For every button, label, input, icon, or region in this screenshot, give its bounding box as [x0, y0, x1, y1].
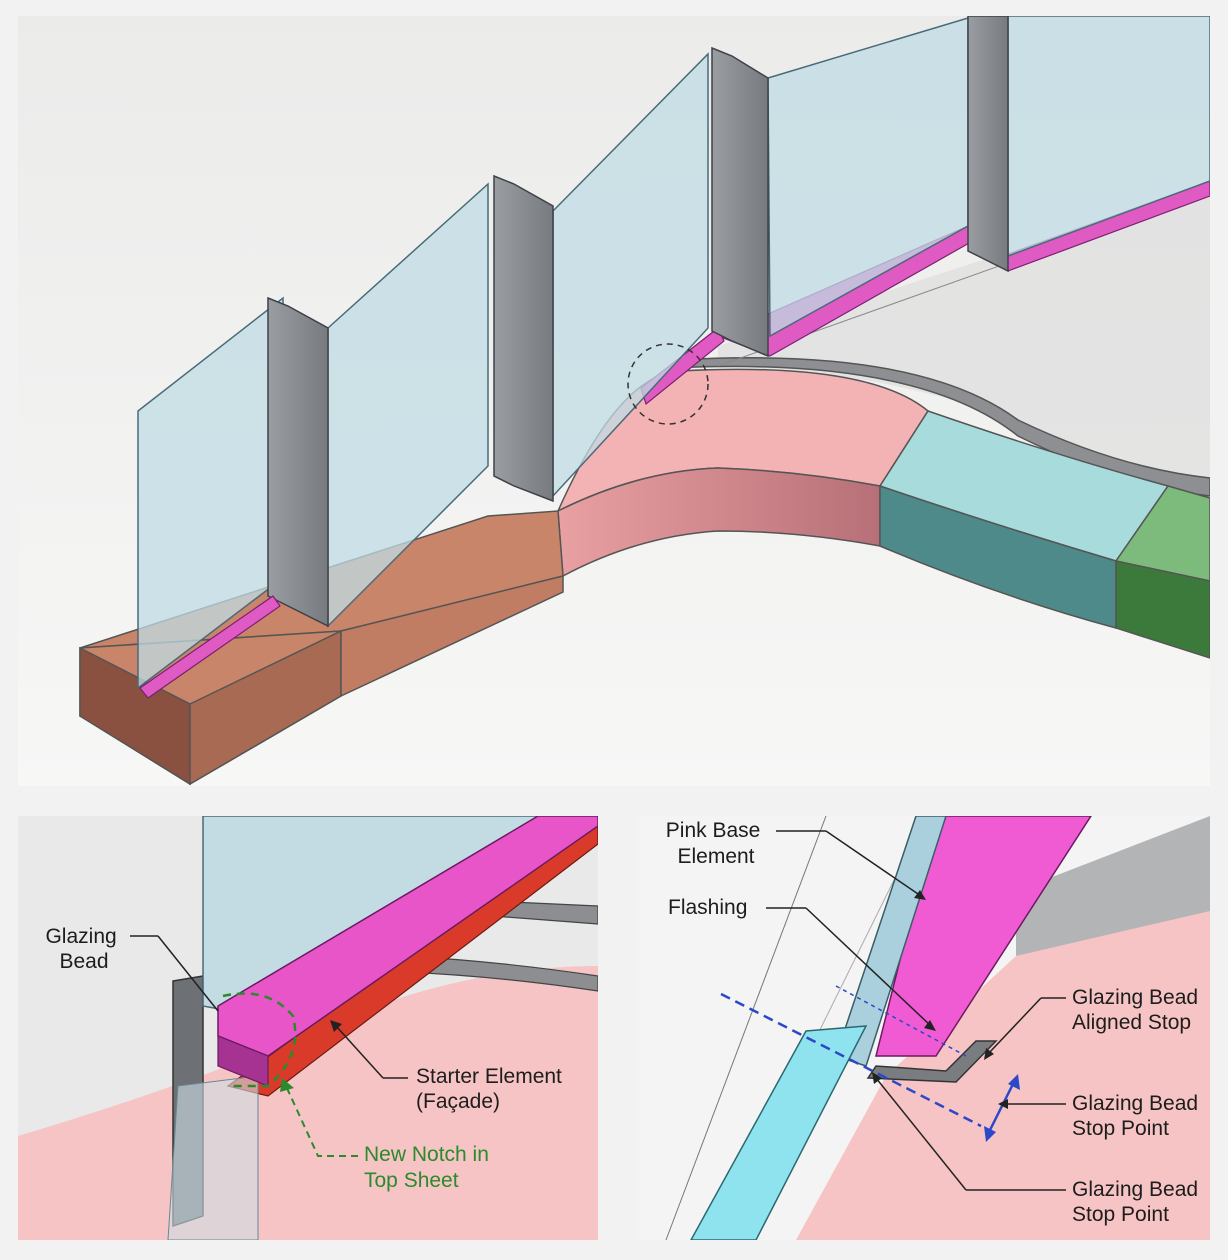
- magenta-bead-end: [640, 327, 725, 406]
- new-notch-label: New Notch in Top Sheet: [364, 1143, 495, 1192]
- main-isometric-view: [18, 16, 1210, 786]
- glazing-bead-label: Glazing Bead: [45, 925, 122, 973]
- pink-base-element-label: Pink Base Element: [666, 819, 766, 868]
- main-isometric-drawing: [18, 16, 1210, 786]
- glass-panes: [137, 16, 1210, 690]
- green-base-front: [1115, 560, 1210, 659]
- magenta-bead-front: [139, 595, 281, 699]
- pink-floor: [18, 966, 598, 1240]
- detail-left-panel: Glazing Bead Starter Element (Façade) Ne…: [18, 816, 598, 1240]
- glazing-bead-aligned-stop-label: Glazing Bead Aligned Stop: [1072, 986, 1204, 1034]
- mullion-4: [967, 16, 1009, 273]
- mullion-2: [493, 174, 554, 503]
- detail-callout-circle: [627, 343, 709, 425]
- new-notch-outline: [222, 992, 297, 1088]
- flashing-label: Flashing: [668, 896, 747, 919]
- glazing-bead-stop-point-label-b: Glazing Bead Stop Point: [1072, 1178, 1204, 1226]
- mullions: [267, 16, 1009, 628]
- mullion-1: [267, 296, 329, 628]
- detail-right-drawing: Pink Base Element Flashing Glazing Bead …: [636, 816, 1210, 1240]
- glass-lower: [690, 1025, 868, 1240]
- glass-upper: [835, 816, 947, 1067]
- detail-left-drawing: Glazing Bead Starter Element (Façade) Ne…: [18, 816, 598, 1240]
- mullion-3: [711, 46, 769, 358]
- brown-base-front: [340, 575, 564, 698]
- glazing-bead-stop-profile: [866, 1040, 998, 1083]
- glazing-bead-magenta-right: [875, 816, 1092, 1057]
- pink-base-element: [796, 911, 1210, 1240]
- glazing-bead-stop-point-label-a: Glazing Bead Stop Point: [1072, 1092, 1204, 1140]
- starter-element-label: Starter Element (Façade): [416, 1065, 568, 1113]
- green-base-top: [1114, 485, 1210, 582]
- detail-right-panel: Pink Base Element Flashing Glazing Bead …: [636, 816, 1210, 1240]
